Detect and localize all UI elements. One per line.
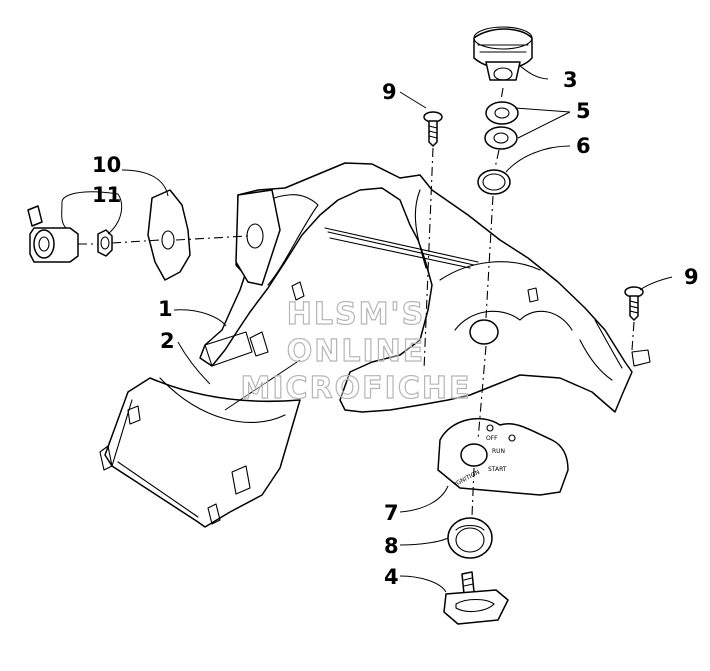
watermark-line-1: HLSM'S bbox=[287, 297, 425, 332]
callout-7: 7 bbox=[384, 501, 399, 525]
decal-run-label: RUN bbox=[492, 448, 505, 455]
assembly-lines bbox=[78, 87, 635, 517]
callout-9-right: 9 bbox=[684, 265, 699, 289]
switch-bezel bbox=[447, 517, 493, 559]
ignition-key bbox=[443, 571, 509, 625]
lower-cover-panel bbox=[99, 377, 301, 528]
washers bbox=[484, 101, 519, 150]
screw-right bbox=[624, 286, 644, 321]
switch-decal: OFF RUN START IGNITION bbox=[437, 417, 569, 496]
callout-2: 2 bbox=[160, 329, 175, 353]
decal-off-label: OFF bbox=[486, 435, 498, 442]
callout-10: 10 bbox=[92, 153, 121, 177]
callout-11: 11 bbox=[92, 183, 121, 207]
watermark-line-2: ONLINE bbox=[287, 334, 426, 369]
left-ear-panel bbox=[235, 189, 281, 286]
callout-8: 8 bbox=[384, 534, 399, 558]
accessory-plug bbox=[27, 205, 79, 263]
console-body bbox=[199, 162, 651, 413]
screw-upper bbox=[423, 111, 443, 147]
decal-start-label: START bbox=[488, 466, 507, 473]
callout-5: 5 bbox=[576, 99, 591, 123]
watermark: HLSM'S ONLINE MICROFICHE bbox=[240, 296, 472, 406]
lock-ring bbox=[477, 169, 511, 195]
callout-labels: 3 5 6 9 9 10 11 1 2 7 8 4 bbox=[92, 68, 699, 589]
watermark-line-3: MICROFICHE bbox=[241, 371, 472, 406]
callout-9-upper: 9 bbox=[382, 80, 397, 104]
leader-lines bbox=[61, 65, 673, 593]
callout-4: 4 bbox=[384, 565, 399, 589]
ignition-switch bbox=[473, 26, 533, 81]
callout-6: 6 bbox=[576, 134, 591, 158]
nut-part-11 bbox=[97, 229, 113, 257]
callout-1: 1 bbox=[158, 297, 173, 321]
callout-3: 3 bbox=[563, 68, 578, 92]
trim-plate bbox=[147, 189, 191, 281]
